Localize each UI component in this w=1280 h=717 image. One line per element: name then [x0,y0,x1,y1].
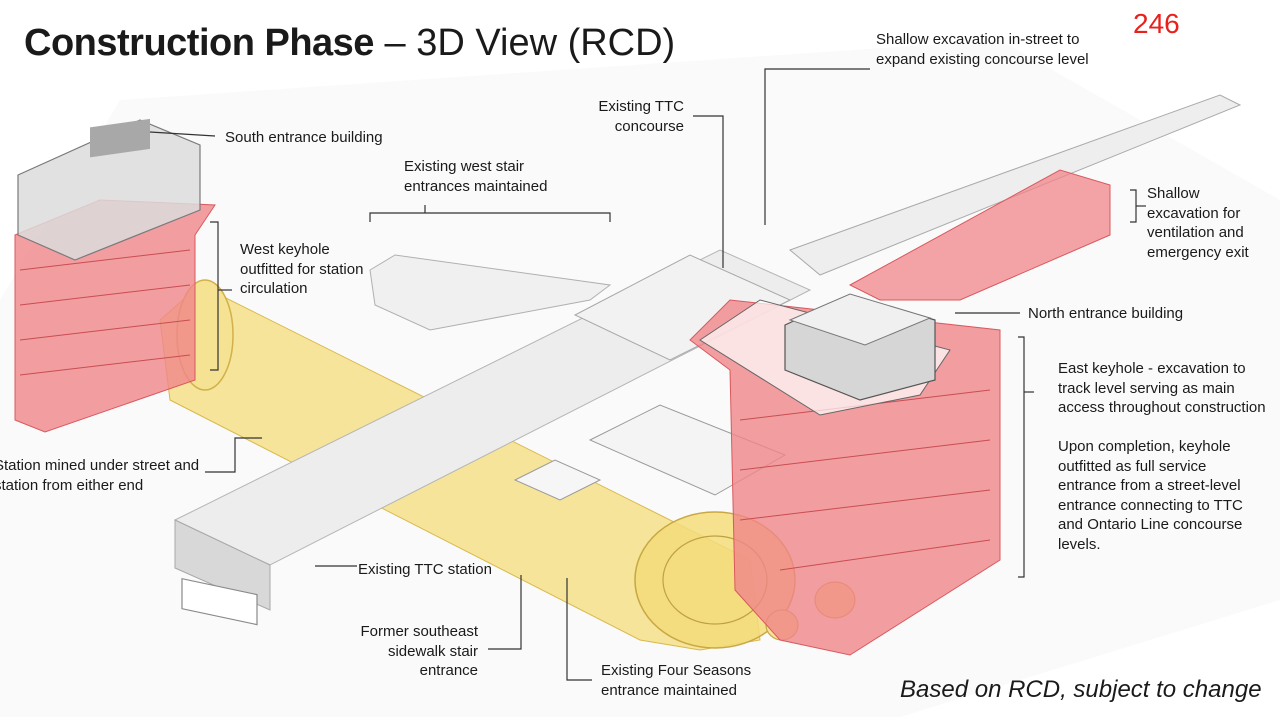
south-entrance-building [17,119,201,261]
north-entrance-roof [788,293,932,346]
ttc-station-end-opening [181,577,258,626]
label-south-entrance: South entrance building [225,129,383,146]
label-shallow-excavation-street: Shallow excavation in-street to expand e… [876,31,1089,68]
label-ttc-station: Existing TTC station [358,561,492,578]
west-stair-entrances [369,254,612,331]
label-ttc-concourse: Existing TTC concourse [598,98,684,135]
leader-lines [149,68,1146,681]
label-four-seasons: Existing Four Seasons entrance maintaine… [601,662,752,699]
label-east-keyhole-completion: Upon completion, keyhole outfitted as fu… [1058,438,1243,553]
label-east-keyhole: East keyhole - excavation to track level… [1058,360,1266,416]
north-corridor [789,94,1242,276]
label-west-stair: Existing west stair entrances maintained [404,158,548,195]
label-shallow-excavation-vent: Shallow excavation for ventilation and e… [1147,185,1249,261]
ttc-concourse-slab [573,254,792,361]
title-bold: Construction Phase [24,22,374,64]
footer-note: Based on RCD, subject to change [900,676,1262,703]
page-number: 246 [1133,8,1180,39]
label-west-keyhole: West keyhole outfitted for station circu… [240,241,364,297]
label-station-mined: Station mined under street and station f… [0,457,200,494]
shallow-excavation-vent [848,169,1111,301]
title-light: 3D View (RCD) [416,22,676,64]
label-north-entrance: North entrance building [1028,305,1184,322]
ttc-station-box-side [174,519,271,611]
west-keyhole-floors [19,249,191,376]
page-title: Construction Phase – 3D View (RCD) [24,22,675,65]
title-dash: – [373,22,417,64]
south-entrance-roof-unit [90,118,150,158]
southeast-stair-slab [513,459,602,501]
label-southeast-stair: Former southeast sidewalk stair entrance [360,623,478,679]
